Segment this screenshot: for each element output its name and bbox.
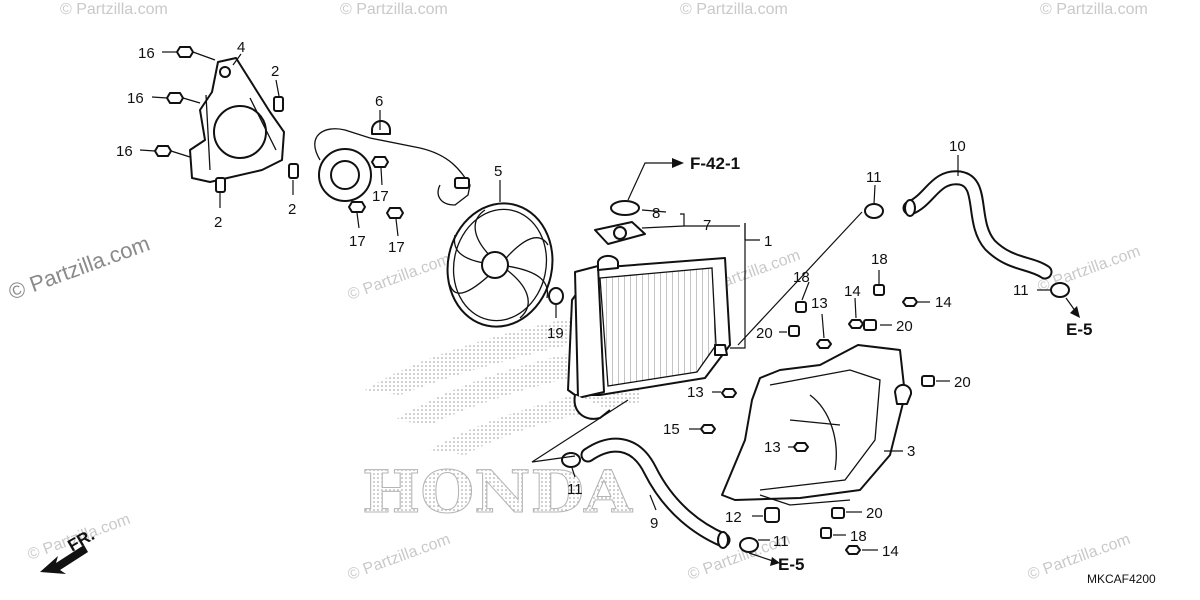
callout-13: 13 [811, 295, 828, 312]
part-2-clips [215, 96, 299, 193]
honda-wing-stripe [430, 382, 640, 455]
callout-20: 20 [866, 505, 883, 522]
part-10-upper-hose [902, 170, 1053, 280]
callout-6: 6 [375, 93, 383, 110]
callout-labels: 16 16 16 4 2 2 2 6 17 17 17 5 19 8 7 1 F… [116, 39, 1092, 574]
reference-f-42-1: F-42-1 [690, 154, 740, 173]
callout-2: 2 [214, 214, 222, 231]
watermark-text: © Partzilla.com [346, 251, 453, 304]
watermark-text: © Partzilla.com [680, 1, 788, 18]
part-14-bolts [845, 297, 918, 555]
callout-2: 2 [288, 201, 296, 218]
callout-5: 5 [494, 163, 502, 180]
watermark-text: © Partzilla.com [1040, 1, 1148, 18]
part-8-o-ring [610, 200, 640, 216]
reference-e-5: E-5 [778, 555, 804, 574]
callout-20: 20 [756, 325, 773, 342]
part-3-radiator-shroud [721, 344, 913, 506]
part-5-cooling-fan [446, 202, 564, 328]
callout-18: 18 [793, 269, 810, 286]
part-7-radiator-cap [594, 221, 646, 245]
part-1-radiator [567, 254, 731, 420]
callout-17: 17 [372, 188, 389, 205]
part-9-lower-hose [580, 437, 731, 549]
watermark-main: © Partzilla.com [5, 231, 153, 305]
callout-14: 14 [844, 283, 861, 300]
part-15-bolt [700, 424, 716, 434]
watermark-text: © Partzilla.com [60, 1, 168, 18]
radiator-core [599, 267, 717, 387]
callout-18: 18 [871, 251, 888, 268]
callout-9: 9 [650, 515, 658, 532]
part-17-bolts [348, 156, 404, 219]
part-6-fan-motor [314, 120, 471, 206]
callout-20: 20 [896, 318, 913, 335]
callout-4: 4 [237, 39, 245, 56]
callout-17: 17 [349, 233, 366, 250]
diagram-code: MKCAF4200 [1087, 572, 1156, 586]
callout-11: 11 [567, 481, 583, 498]
part-4-fan-bracket [189, 57, 285, 183]
callout-16: 16 [116, 143, 133, 160]
callout-8: 8 [652, 205, 660, 222]
callout-12: 12 [725, 509, 742, 526]
callout-11: 11 [773, 533, 789, 550]
part-12-grommet [764, 507, 780, 523]
callout-19: 19 [547, 325, 564, 342]
callout-14: 14 [882, 543, 899, 560]
callout-3: 3 [907, 443, 915, 460]
callout-11: 11 [866, 169, 882, 186]
part-20-clips [788, 319, 935, 519]
callout-2: 2 [271, 63, 279, 80]
part-18-clips [795, 284, 885, 539]
callout-13: 13 [687, 384, 704, 401]
callout-1: 1 [764, 233, 772, 250]
callout-14: 14 [935, 294, 952, 311]
callout-10: 10 [949, 138, 966, 155]
watermark-text: © Partzilla.com [346, 531, 453, 584]
callout-7: 7 [703, 217, 711, 234]
callout-16: 16 [127, 90, 144, 107]
watermark-text: © Partzilla.com [340, 1, 448, 18]
honda-wordmark: HONDA [362, 458, 633, 526]
reference-e-5: E-5 [1066, 320, 1092, 339]
front-arrow-icon [40, 545, 88, 574]
leader-lines [139, 51, 1080, 566]
callout-20: 20 [954, 374, 971, 391]
callout-13: 13 [764, 439, 781, 456]
callout-18: 18 [850, 528, 867, 545]
callout-11: 11 [1013, 282, 1029, 299]
callout-17: 17 [388, 239, 405, 256]
callout-15: 15 [663, 421, 680, 438]
part-11-hose-clamps [561, 203, 1070, 553]
callout-16: 16 [138, 45, 155, 62]
